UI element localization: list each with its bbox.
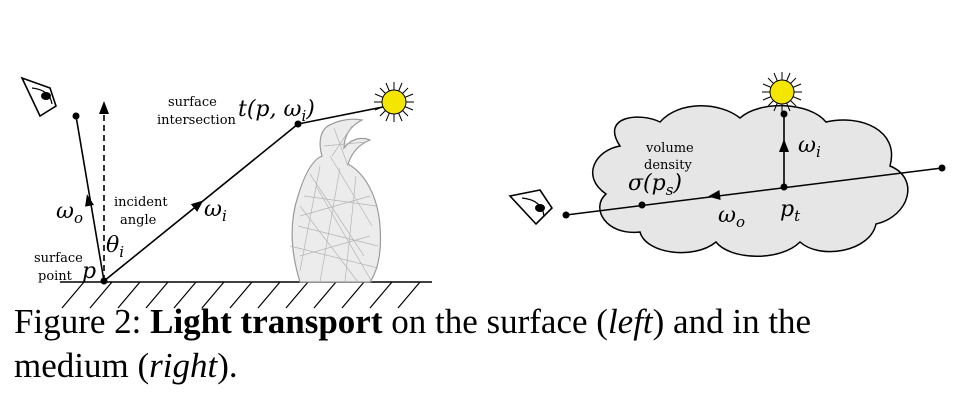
sun-icon	[374, 82, 414, 122]
caption-middle: on the surface (	[382, 302, 608, 341]
caption-middle2: ) and in the	[652, 302, 812, 341]
label-omega-o-right: ωo	[718, 203, 745, 231]
surface-point-dot	[100, 277, 108, 285]
outgoing-ray-arrowhead	[85, 194, 94, 207]
label-omega-i: ωi	[204, 197, 227, 225]
left-panel-surface: surface intersection t(p, ωi) incident a…	[20, 76, 432, 309]
bunny-mesh	[289, 118, 382, 283]
label-sigma: σ(ps)	[628, 171, 682, 199]
incident-ray-arrowhead	[190, 200, 204, 212]
light-ray-left	[297, 105, 389, 125]
label-surface-point-2: point	[38, 269, 73, 284]
label-surface-point-1: surface	[34, 251, 83, 266]
cloud-volume	[592, 104, 909, 257]
caption-line2-end: ).	[217, 346, 238, 385]
label-incident-1: incident	[114, 195, 168, 210]
sun-icon	[762, 72, 802, 112]
sample-point-ps	[638, 201, 646, 209]
label-omega-o: ωo	[56, 199, 83, 227]
caption-bold: Light transport	[150, 302, 383, 341]
caption-line2-start: medium (	[14, 346, 150, 385]
ray-end-dot	[938, 164, 946, 172]
caption-prefix: Figure 2:	[14, 302, 151, 341]
ray-start-dot	[562, 211, 570, 219]
label-volume-2: density	[644, 158, 692, 173]
label-omega-i-right: ωi	[798, 133, 821, 161]
label-p: p	[82, 259, 96, 284]
label-surface-intersection-1: surface	[168, 95, 217, 110]
outgoing-ray-end-dot	[72, 112, 80, 120]
surface-normal-arrowhead	[99, 101, 109, 114]
omega-i-arrowhead	[779, 139, 789, 152]
eye-icon	[20, 76, 57, 118]
omega-o-arrowhead	[708, 190, 721, 200]
right-panel-medium: volume density σ(ps) ωi ωo pt	[508, 72, 946, 257]
label-surface-intersection-2: intersection	[157, 113, 237, 128]
label-theta-i: θi	[106, 233, 124, 261]
label-volume-1: volume	[645, 141, 694, 156]
label-pt: pt	[780, 197, 801, 225]
caption-italic-right: right	[149, 346, 218, 385]
label-incident-2: angle	[120, 213, 157, 228]
light-ray-top-dot	[780, 110, 788, 118]
label-t-function: t(p, ωi)	[238, 97, 315, 125]
outgoing-ray	[75, 115, 105, 282]
caption-italic-left: left	[607, 302, 653, 341]
eye-icon	[508, 189, 554, 226]
view-ray	[565, 167, 943, 216]
figure-caption: Figure 2: Light transport on the surface…	[14, 300, 959, 388]
intersection-point	[294, 120, 302, 128]
